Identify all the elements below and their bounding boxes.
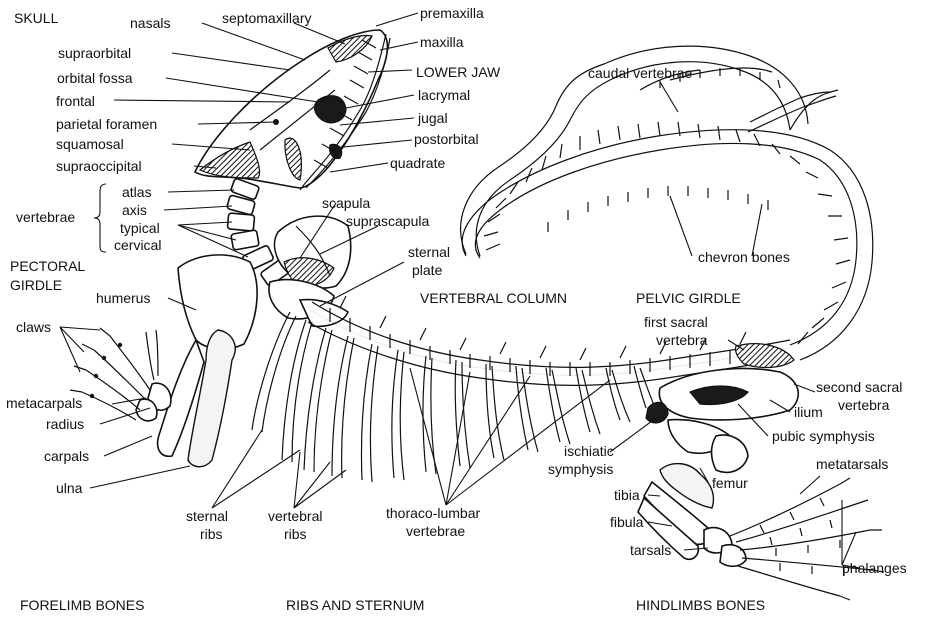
- skull-drawing: [193, 29, 391, 191]
- heading-vertebral-column: VERTEBRAL COLUMN: [420, 290, 567, 306]
- label-ischiatic-symphysis: ischiatic: [564, 443, 614, 459]
- heading-forelimb-bones: FORELIMB BONES: [20, 597, 144, 613]
- label-tarsals: tarsals: [630, 542, 671, 558]
- label-supraorbital: supraorbital: [58, 45, 131, 61]
- heading-skull: SKULL: [14, 10, 59, 26]
- label-second-sacral: second sacral: [816, 379, 902, 395]
- label-ischiatic-symphysis-2: symphysis: [548, 461, 613, 477]
- label-carpals: carpals: [44, 448, 89, 464]
- label-parietal-foramen: parietal foramen: [56, 116, 157, 132]
- label-jugal: jugal: [417, 110, 448, 126]
- heading-pectoral-girdle-2: GIRDLE: [10, 277, 62, 293]
- forelimb-drawing: [69, 254, 258, 468]
- pectoral-drawing: [268, 215, 352, 328]
- heading-pectoral-girdle: PECTORAL: [10, 258, 85, 274]
- label-chevron-bones: chevron bones: [698, 249, 790, 265]
- label-humerus: humerus: [96, 290, 150, 306]
- heading-hindlimbs-bones: HINDLIMBS BONES: [636, 597, 765, 613]
- label-femur: femur: [712, 475, 748, 491]
- heading-pelvic-girdle: PELVIC GIRDLE: [636, 290, 741, 306]
- label-premaxilla: premaxilla: [420, 5, 484, 21]
- ribs-drawing: [251, 311, 657, 483]
- label-maxilla: maxilla: [420, 34, 464, 50]
- hindlimb-drawing: [637, 463, 885, 601]
- skeleton-drawing: [69, 29, 885, 601]
- label-frontal: frontal: [56, 93, 95, 109]
- label-ulna: ulna: [56, 480, 83, 496]
- label-phalanges: phalanges: [842, 560, 907, 576]
- heading-ribs-and-sternum: RIBS AND STERNUM: [286, 597, 424, 613]
- label-atlas: atlas: [122, 184, 152, 200]
- label-supraoccipital: supraoccipital: [56, 158, 142, 174]
- label-sternal-plate-2: plate: [412, 262, 443, 278]
- label-caudal-vertebrae: caudal vertebrae: [588, 65, 693, 81]
- label-metatarsals: metatarsals: [816, 456, 888, 472]
- label-vertebral-ribs-2: ribs: [284, 526, 307, 542]
- label-orbital-fossa: orbital fossa: [57, 70, 133, 86]
- label-postorbital: postorbital: [414, 131, 479, 147]
- label-sternal-ribs: sternal: [186, 508, 228, 524]
- label-pubic-symphysis: pubic symphysis: [772, 428, 875, 444]
- label-thoraco-lumbar-2: vertebrae: [406, 523, 465, 539]
- label-vertebral-ribs: vertebral: [268, 508, 322, 524]
- label-typical: typical: [120, 220, 160, 236]
- bone-labels: nasals septomaxillary premaxilla maxilla…: [6, 5, 907, 576]
- label-first-sacral-2: vertebra: [656, 332, 708, 348]
- tail-drawing: [460, 45, 874, 361]
- label-claws: claws: [16, 319, 51, 335]
- label-fibula: fibula: [610, 514, 644, 530]
- label-nasals: nasals: [130, 15, 170, 31]
- label-metacarpals: metacarpals: [6, 395, 82, 411]
- label-lacrymal: lacrymal: [418, 87, 470, 103]
- cervical-drawing: [226, 178, 292, 287]
- label-radius: radius: [46, 416, 84, 432]
- label-cervical: cervical: [114, 237, 161, 253]
- label-ilium: ilium: [794, 404, 823, 420]
- pelvic-drawing: [645, 343, 800, 474]
- label-thoraco-lumbar: thoraco-lumbar: [386, 505, 480, 521]
- label-tibia: tibia: [614, 487, 640, 503]
- vertebrae-bracket: [93, 183, 107, 253]
- label-axis: axis: [122, 202, 147, 218]
- label-quadrate: quadrate: [390, 155, 445, 171]
- section-headings: SKULL PECTORAL GIRDLE LOWER JAW VERTEBRA…: [10, 10, 765, 613]
- heading-lower-jaw: LOWER JAW: [416, 64, 501, 80]
- label-sternal-plate: sternal: [408, 244, 450, 260]
- label-sternal-ribs-2: ribs: [200, 526, 223, 542]
- label-squamosal: squamosal: [56, 136, 124, 152]
- label-septomaxillary: septomaxillary: [222, 10, 311, 26]
- label-vertebrae: vertebrae: [16, 209, 75, 225]
- label-scapula: scapula: [322, 195, 370, 211]
- leader-lines: [59, 12, 861, 569]
- label-second-sacral-2: vertebra: [838, 397, 890, 413]
- label-first-sacral: first sacral: [644, 314, 708, 330]
- label-suprascapula: suprascapula: [346, 213, 429, 229]
